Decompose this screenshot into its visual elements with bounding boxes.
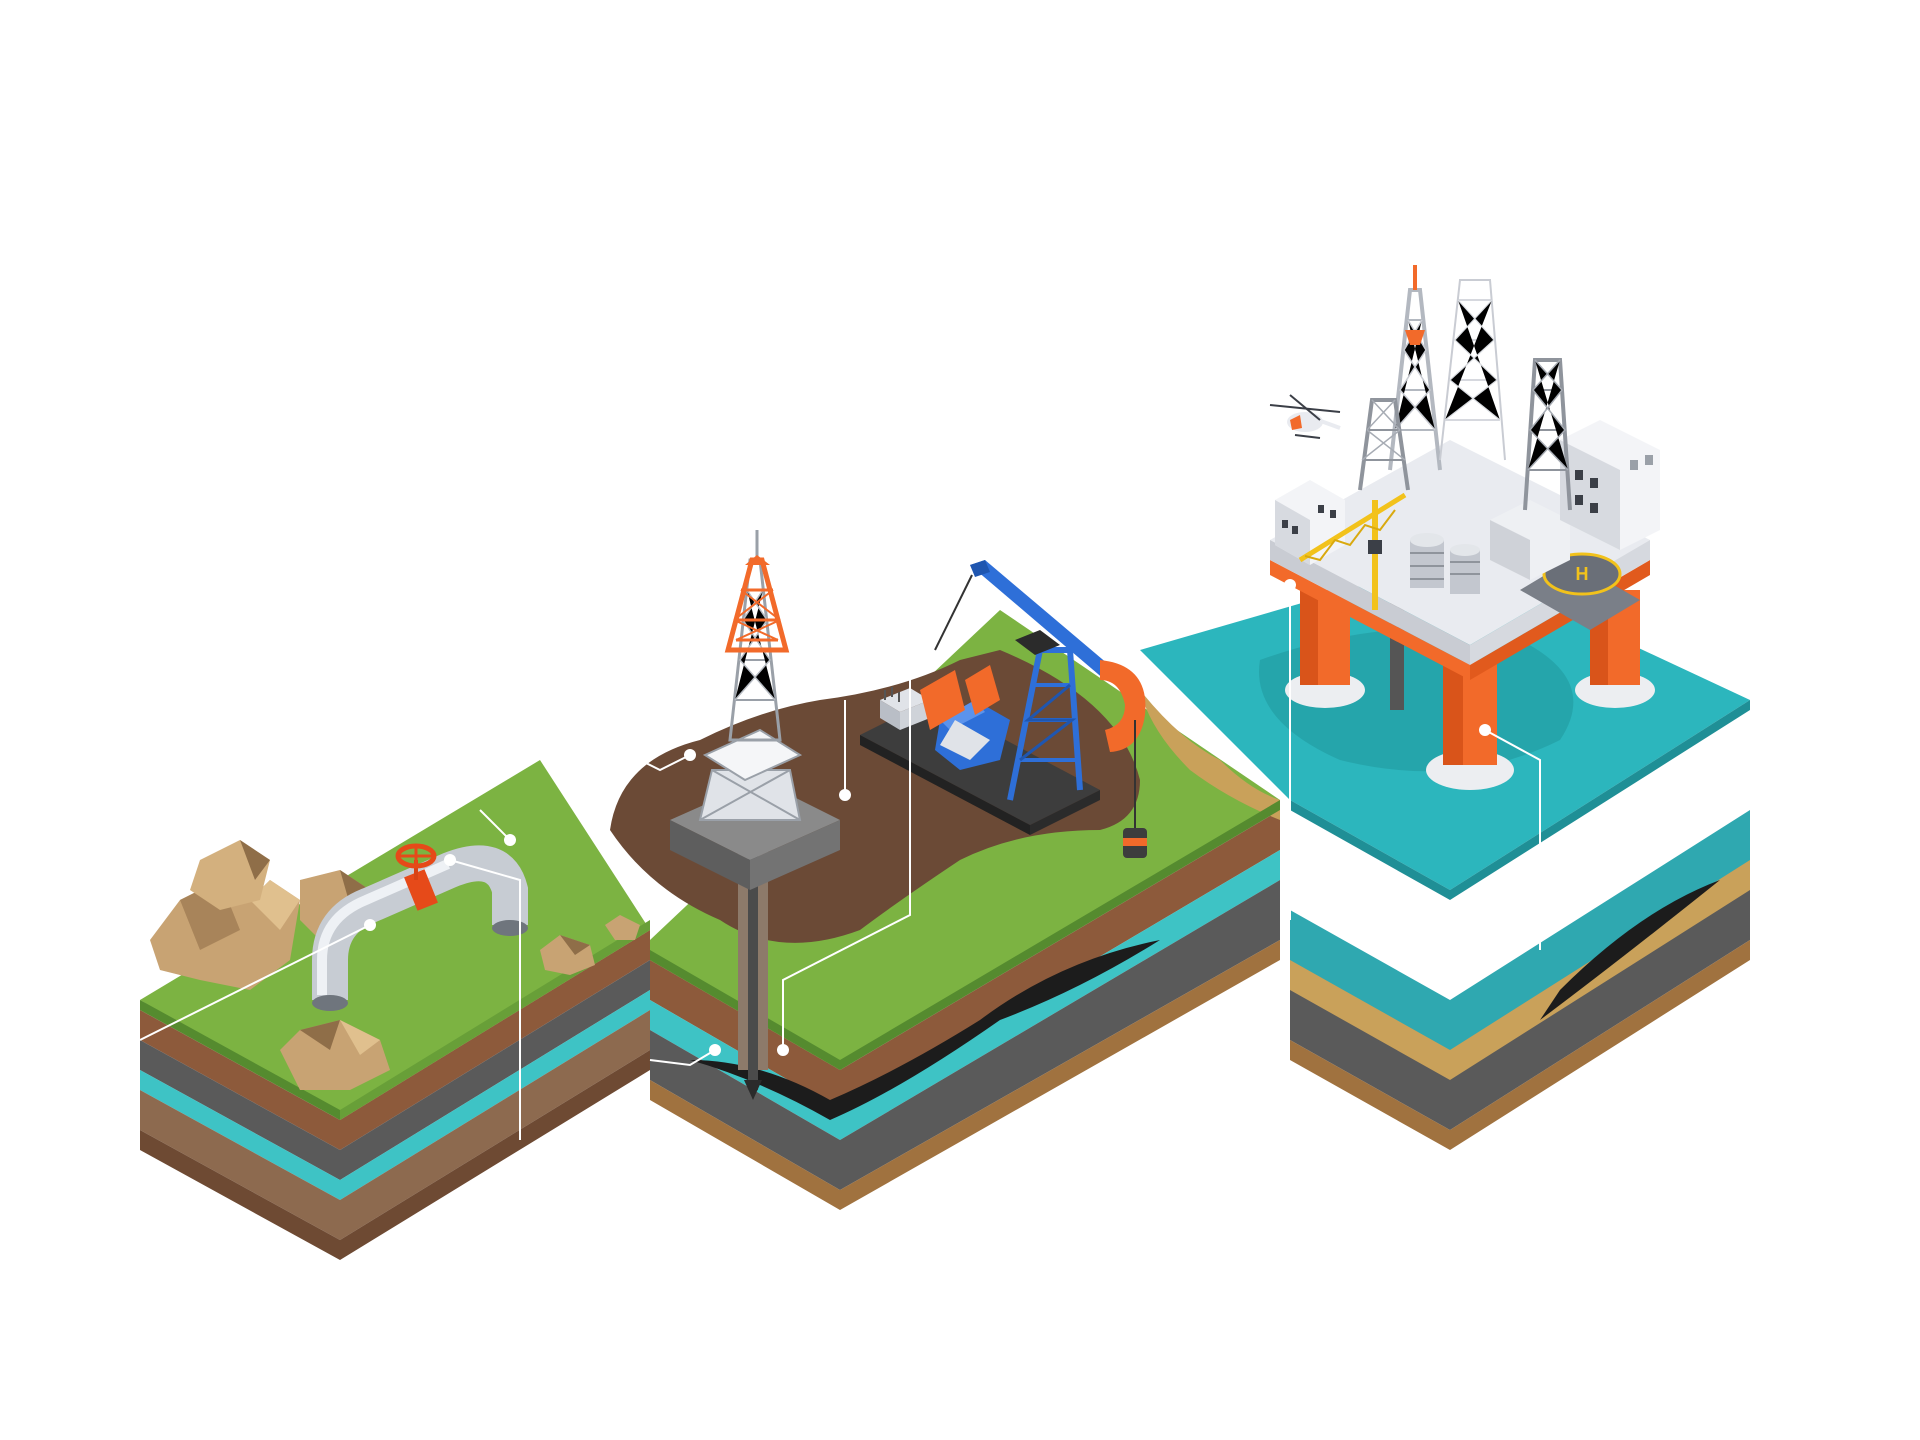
derrick-callout xyxy=(609,744,691,772)
wellhead xyxy=(1123,828,1147,858)
platform-deck-front xyxy=(1270,540,1470,665)
platform-derrick-left xyxy=(1358,398,1410,491)
pipe-valve-collar xyxy=(404,869,438,911)
reservoir-callout xyxy=(782,660,911,1050)
pumpjack-motor xyxy=(880,687,930,730)
drilling-rig xyxy=(670,530,840,890)
platform-callout-dot xyxy=(1284,579,1296,591)
platform-leg-callout-dot xyxy=(1479,724,1491,736)
rock-pile-small-1 xyxy=(280,1020,390,1090)
helipad-marking: H xyxy=(1576,564,1589,584)
sea-sand-layer xyxy=(1290,860,1750,1090)
derrick-tower xyxy=(724,530,790,742)
base-layer-left xyxy=(140,1050,650,1260)
callout-leaders xyxy=(139,579,1541,1140)
storage-tanks xyxy=(1410,533,1480,594)
wellbore-callout xyxy=(649,1049,716,1067)
beam-top-cap xyxy=(1015,630,1060,655)
rig-substructure-bracing xyxy=(699,769,801,821)
pipeline-callout-dot xyxy=(364,919,376,931)
platform-leg-callout xyxy=(1484,729,1541,950)
helipad: H xyxy=(1520,552,1640,630)
rock-pile-small-2 xyxy=(540,915,640,975)
pipe-highlight xyxy=(317,859,451,995)
samson-post xyxy=(1007,647,1083,801)
rock-callout xyxy=(479,809,511,841)
rig-foundation-left xyxy=(670,820,750,890)
platform-derrick-ghost xyxy=(1439,279,1506,461)
pumpjack-base-front xyxy=(860,735,1030,835)
crank-counterweight xyxy=(920,665,1000,760)
grass-top-left xyxy=(140,760,650,1120)
walking-beam xyxy=(970,560,1115,680)
platform-hull-front xyxy=(1270,560,1470,680)
rock-pile-large xyxy=(150,840,370,990)
pipe-end-left xyxy=(312,995,348,1011)
oil-reservoir-sea xyxy=(1540,880,1720,1020)
pumpjack xyxy=(860,560,1147,858)
bedrock-layer-left xyxy=(140,1010,650,1240)
grass-edge-left xyxy=(140,1000,340,1120)
water-layer-left xyxy=(140,990,650,1200)
platform-derrick-right xyxy=(1523,358,1572,511)
wellbore-callout-dot xyxy=(709,1044,721,1056)
offshore-platform: H xyxy=(1269,265,1660,790)
derrick-callout-dot xyxy=(684,749,696,761)
land-block-pipeline xyxy=(140,760,650,1260)
valve-callout xyxy=(449,859,521,1140)
pumpjack-base-side xyxy=(1030,790,1100,835)
valve-callout-dot xyxy=(444,854,456,866)
drill-string xyxy=(748,850,758,1090)
reservoir-callout-dot xyxy=(777,1044,789,1056)
accommodation-tower-right xyxy=(1560,420,1660,550)
rig-drill-floor xyxy=(702,728,803,782)
pipeline-callout xyxy=(139,924,371,1041)
rock-piles xyxy=(150,840,640,1090)
oil-reservoir-mid xyxy=(690,940,1160,1120)
aquifer-layer-left xyxy=(140,960,650,1180)
drill-bit xyxy=(744,1080,762,1100)
pipe-end-right xyxy=(492,920,528,936)
soil-layer-left xyxy=(140,930,650,1150)
shoreline-sand xyxy=(1140,690,1280,820)
platform-crane xyxy=(1298,492,1407,610)
helicopter-icon xyxy=(1269,394,1341,439)
process-module xyxy=(1490,500,1570,580)
sea-bedrock-layer xyxy=(1290,890,1750,1130)
rock-callout-dot xyxy=(504,834,516,846)
bridle-cable xyxy=(934,574,973,651)
platform-derrick-main xyxy=(1388,265,1442,471)
rig-foundation-right xyxy=(750,820,840,890)
valve-wheel-icon xyxy=(395,843,437,880)
mud-pit-callout-dot xyxy=(839,789,851,801)
